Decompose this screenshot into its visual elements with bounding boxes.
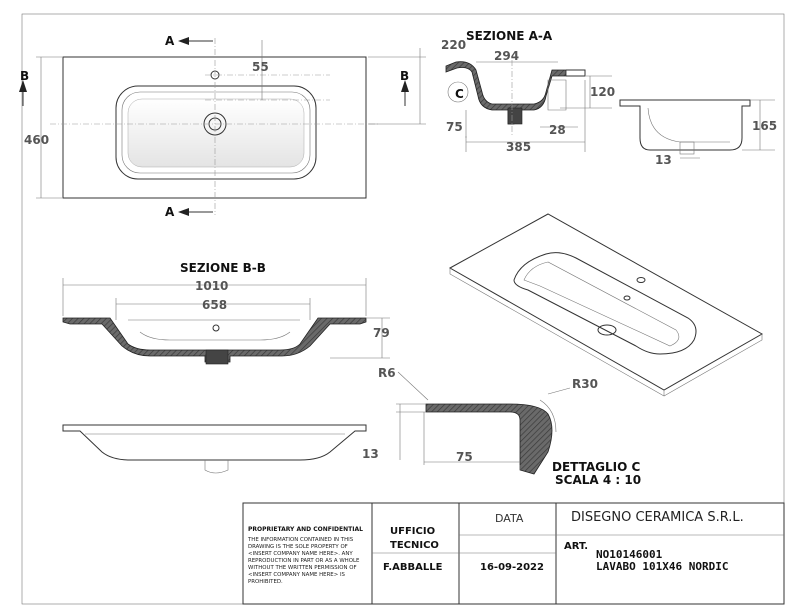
detail-c-scale: SCALA 4 : 10 <box>555 473 641 487</box>
section-aa-profile <box>445 61 567 125</box>
iso-basin <box>513 252 697 355</box>
top-view-basin-inner <box>121 91 311 174</box>
office-label-1: UFFICIO <box>390 526 435 537</box>
iso-drain <box>597 324 617 336</box>
proprietary-line-6: <INSERT COMPANY NAME HERE> IS <box>248 572 346 578</box>
section-bb-title: SEZIONE B-B <box>180 261 266 275</box>
section-bb-view: SEZIONE B-B 1010 658 79 <box>62 261 390 365</box>
section-a-label-top: A <box>165 34 175 48</box>
dim-bb-1010: 1010 <box>195 279 228 293</box>
dim-aa-75: 75 <box>446 120 463 134</box>
section-bb-profile <box>62 317 367 363</box>
iso-tap-hole <box>636 277 646 283</box>
detail-c-title: DETTAGLIO C <box>552 460 641 474</box>
dim-detail-75: 75 <box>456 450 473 464</box>
iso-overflow <box>623 295 631 301</box>
detail-c-profile <box>425 403 553 475</box>
top-view-outline <box>62 56 367 199</box>
section-aa-title: SEZIONE A-A <box>466 29 553 43</box>
proprietary-line-3: <INSERT COMPANY NAME HERE>. ANY <box>248 551 353 557</box>
detail-c-view: R6 R30 13 75 DETTAGLIO C SCALA 4 : 10 <box>362 366 641 487</box>
dim-aa-294: 294 <box>494 49 519 63</box>
section-b-arrow-left <box>19 80 27 92</box>
detail-c-marker: C <box>455 87 464 101</box>
proprietary-line-4: REPRODUCTION IN PART OR AS A WHOLE <box>248 558 360 564</box>
dim-detail-r6: R6 <box>378 366 396 380</box>
top-view-basin-outer <box>115 85 317 180</box>
side-view: 165 13 <box>619 99 777 167</box>
section-aa-view: SEZIONE A-A C 294 120 75 28 385 <box>445 29 615 154</box>
author-name: F.ABBALLE <box>383 562 443 573</box>
date-value: 16-09-2022 <box>480 562 544 573</box>
section-b-arrow-right <box>401 80 409 92</box>
dim-side-13: 13 <box>655 153 672 167</box>
date-label: DATA <box>495 512 524 525</box>
company-name: DISEGNO CERAMICA S.R.L. <box>571 510 744 525</box>
dim-aa-385: 385 <box>506 140 531 154</box>
art-code: NO10146001 <box>596 548 663 561</box>
section-b-label-left: B <box>20 69 29 83</box>
dim-bb-79: 79 <box>373 326 390 340</box>
section-b-label-right: B <box>400 69 409 83</box>
dim-aa-120: 120 <box>590 85 615 99</box>
dim-depth-total: 220 <box>441 38 466 52</box>
title-block-frame <box>242 502 785 605</box>
top-view: A A B B 460 55 220 <box>19 34 466 219</box>
art-label: ART. <box>564 541 588 552</box>
proprietary-heading: PROPRIETARY AND CONFIDENTIAL <box>248 526 363 533</box>
art-description: LAVABO 101X46 NORDIC <box>596 560 728 573</box>
section-a-label-bottom: A <box>165 205 175 219</box>
side-view-outline <box>619 99 751 151</box>
front-view-outline <box>62 424 367 461</box>
proprietary-line-1: THE INFORMATION CONTAINED IN THIS <box>247 537 354 543</box>
dim-side-165: 165 <box>752 119 777 133</box>
top-view-basin-floor <box>127 98 305 168</box>
dim-aa-28: 28 <box>549 123 566 137</box>
isometric-view <box>448 213 764 397</box>
iso-top-surface <box>448 213 764 391</box>
title-block: PROPRIETARY AND CONFIDENTIAL THE INFORMA… <box>242 502 785 605</box>
dim-detail-13: 13 <box>362 447 379 461</box>
dim-top-height: 460 <box>24 133 49 147</box>
proprietary-line-7: PROHIBITED. <box>248 579 283 585</box>
proprietary-line-2: DRAWING IS THE SOLE PROPERTY OF <box>248 544 348 550</box>
section-a-arrow-top <box>178 37 189 45</box>
dim-bb-658: 658 <box>202 298 227 312</box>
front-view <box>62 424 367 474</box>
proprietary-line-5: WITHOUT THE WRITTEN PERMISSION OF <box>248 565 357 571</box>
office-label-2: TECNICO <box>390 540 439 551</box>
section-a-arrow-bottom <box>178 208 189 216</box>
dim-tap-offset: 55 <box>252 60 269 74</box>
dim-detail-r30: R30 <box>572 377 598 391</box>
